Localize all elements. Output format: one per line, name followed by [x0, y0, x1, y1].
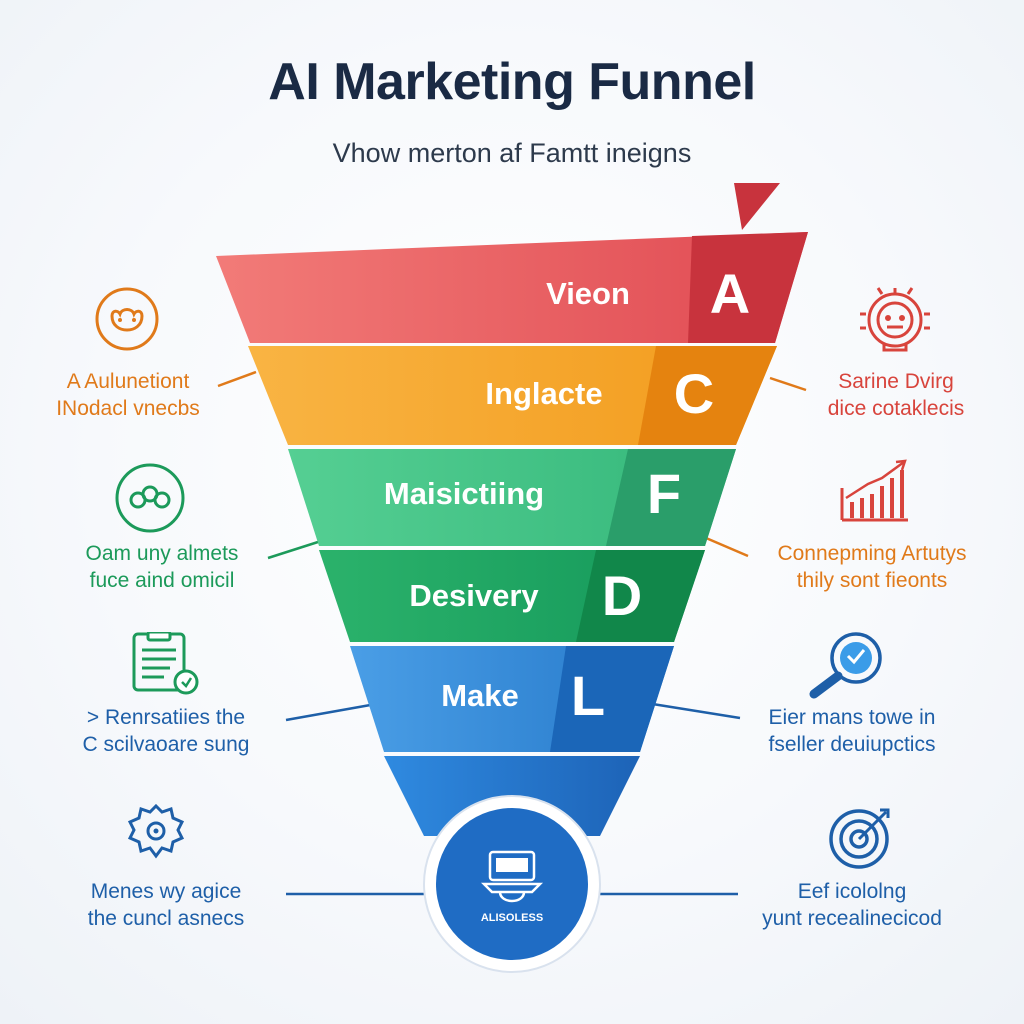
funnel-stage-label-2: Inglacte — [485, 376, 602, 411]
face-icon — [95, 287, 159, 351]
left-note-4-line-1: Menes wy agice — [90, 880, 242, 903]
left-note-3-line-1: > Renrsatiies the — [86, 706, 246, 729]
funnel-stage-label-5: Make — [441, 678, 519, 713]
right-note-4-line-1: Eef icololng — [797, 880, 907, 903]
funnel-stage-label-3: Maisictiing — [384, 476, 544, 511]
chart-icon — [840, 459, 908, 522]
funnel-stage-letter-4: D — [602, 564, 642, 627]
funnel-stage-letter-1: A — [710, 262, 750, 325]
right-note-3: Eier mans towe in fseller deuiupctics — [702, 704, 1002, 758]
page-title: AI Marketing Funnel — [268, 53, 756, 111]
funnel-stage-letter-2: C — [674, 362, 714, 425]
target-icon — [829, 808, 890, 869]
funnel-stage-letter-5: L — [571, 664, 605, 727]
right-note-4: Eef icololng yunt recealinecicod — [702, 878, 1002, 932]
left-note-2-line-2: fuce aind omicil — [89, 569, 235, 592]
left-note-2: Oam uny almets fuce aind omicil — [12, 540, 312, 594]
document-icon — [132, 632, 199, 695]
funnel-band-5-letter-block — [550, 646, 674, 752]
left-note-3: > Renrsatiies the C scilvaoare sung — [16, 704, 316, 758]
funnel-stage-label-4: Desivery — [409, 578, 539, 613]
funnel-band-1-letter-block — [688, 232, 808, 343]
robot-icon — [860, 287, 930, 352]
group-icon — [115, 463, 185, 533]
left-note-4-line-2: the cuncl asnecs — [87, 907, 245, 930]
right-note-2-line-2: thily sont fieonts — [796, 569, 948, 592]
right-note-3-line-1: Eier mans towe in — [768, 706, 936, 729]
right-note-2: Connepming Artutys thily sont fieonts — [722, 540, 1022, 594]
left-note-1-line-1: A Aulunetiont — [66, 370, 190, 393]
right-note-2-line-1: Connepming Artutys — [777, 542, 967, 565]
funnel-stage-letter-3: F — [647, 462, 681, 525]
funnel-stage-label-1: Vieon — [546, 276, 630, 311]
right-note-3-line-2: fseller deuiupctics — [768, 733, 936, 756]
funnel-band-2-letter-block — [638, 346, 777, 445]
connector-lines — [217, 370, 807, 896]
funnel-band-1 — [216, 232, 808, 343]
flag-icon — [734, 183, 780, 230]
left-note-1-line-2: INodacl vnecbs — [56, 397, 200, 420]
page-subtitle: Vhow merton af Famtt ineigns — [332, 138, 692, 168]
right-note-1-line-2: dice cotaklecis — [827, 397, 965, 420]
right-note-4-line-2: yunt recealinecicod — [762, 907, 942, 930]
left-note-2-line-1: Oam uny almets — [85, 542, 239, 565]
gear-icon — [127, 803, 185, 859]
right-note-1-line-1: Sarine Dvirg — [838, 370, 954, 393]
left-note-3-line-2: C scilvaoare sung — [82, 733, 250, 756]
laptop-icon — [480, 850, 544, 903]
bottom-badge-label: ALISOLESS — [481, 912, 543, 924]
funnel-band-4-letter-block — [576, 550, 705, 642]
magnifier-icon — [809, 632, 882, 699]
right-note-1: Sarine Dvirg dice cotaklecis — [746, 368, 1024, 422]
left-note-4: Menes wy agice the cuncl asnecs — [16, 878, 316, 932]
funnel-band-3-letter-block — [606, 449, 736, 546]
